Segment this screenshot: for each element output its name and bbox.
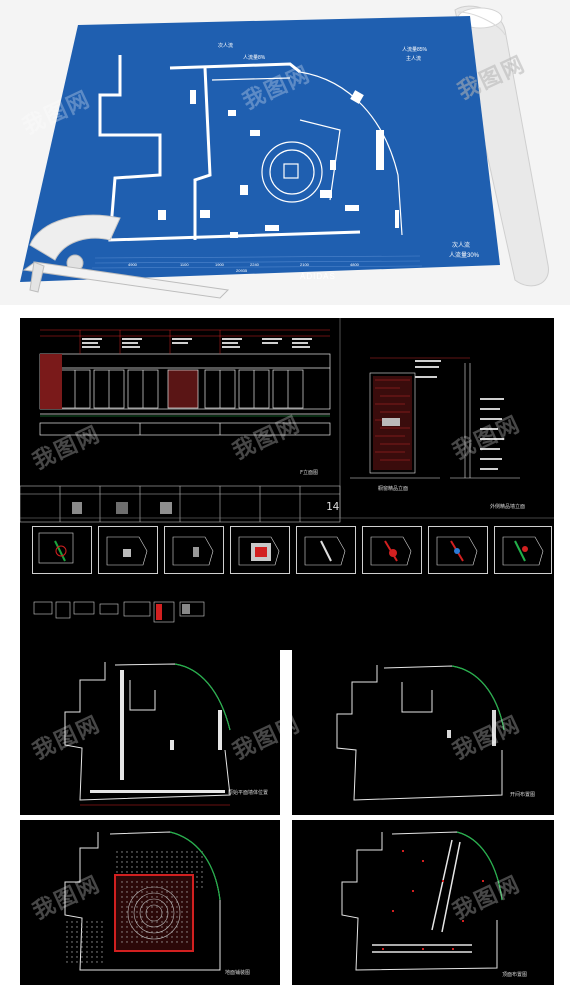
detail-label: 橱窗精品立面	[378, 486, 409, 492]
dim-label-6: 4800	[350, 262, 359, 267]
plan-drawing-floor	[64, 831, 221, 971]
thumb-plan-5	[304, 536, 346, 566]
dim-label-total: 20935	[236, 268, 248, 273]
flow-label-top-right-b: 主人流	[406, 56, 422, 62]
plan-drawing-wall	[64, 662, 231, 806]
plan-drawing-ceiling	[341, 831, 503, 971]
dim-label-5: 2100	[300, 262, 309, 267]
plan-thumbnail-7	[428, 526, 488, 574]
dim-label-1: 4900	[128, 262, 137, 267]
thumb-plan-8	[502, 536, 544, 566]
plan-thumbnail-6	[362, 526, 422, 574]
flow-label-bottom-right-a: 次人流	[452, 243, 471, 249]
plan-label-ceiling: 顶面布置图	[502, 972, 528, 978]
thumb-plan-6	[370, 536, 412, 566]
plan-label-layout: 开间布置图	[510, 792, 536, 798]
plan-thumbnail-3	[164, 526, 224, 574]
thumb-plan-1	[38, 532, 74, 564]
flow-label-top-left-b: 人流量8%	[243, 55, 266, 61]
blueprint-sheet	[20, 16, 500, 282]
dim-label-2: 1100	[180, 262, 189, 267]
flow-label-top-left-a: 次人流	[218, 43, 234, 49]
thumb-plan-4	[238, 536, 280, 566]
elevation-sheet-panel: F立面图 14 橱窗精品立面 外侧精品墙立面	[20, 318, 554, 650]
plan-panel-ceiling: 顶面布置图	[292, 820, 554, 985]
flow-label-top-right-a: 人流量85%	[402, 47, 428, 53]
thumb-plan-7	[436, 536, 478, 566]
brand-label: ADIDAS	[300, 272, 336, 281]
dim-label-3: 1900	[215, 262, 224, 267]
detail-caption: 外侧精品墙立面	[490, 504, 526, 510]
small-details-row	[33, 601, 205, 623]
plan-thumbnail-1	[32, 526, 92, 574]
thumb-plan-3	[172, 536, 214, 566]
blueprint-illustration	[20, 5, 549, 299]
plan-thumbnail-4	[230, 526, 290, 574]
plan-panel-layout: 开间布置图	[292, 650, 554, 815]
elevation-drawing	[20, 318, 554, 523]
plan-thumbnail-8	[494, 526, 552, 574]
blueprint-panel: 次人流 人流量8% 人流量85% 主人流 次人流 人流量30% ADIDAS 4…	[0, 0, 570, 305]
plan-label-floor: 地面铺装图	[225, 970, 251, 976]
dim-label-4: 2240	[250, 262, 259, 267]
plan-label-wall: 原始平面墙体位置	[228, 790, 269, 796]
flow-label-bottom-right-b: 人流量30%	[449, 253, 480, 259]
thumb-plan-2	[106, 536, 148, 566]
sheet-number: 14	[326, 500, 340, 513]
plan-thumbnail-5	[296, 526, 356, 574]
section-label: F立面图	[300, 470, 319, 476]
plan-panel-floor: 地面铺装图	[20, 820, 280, 985]
plan-thumbnail-2	[98, 526, 158, 574]
plan-drawing-layout	[336, 665, 505, 801]
plan-panel-wall: 原始平面墙体位置	[20, 650, 280, 815]
